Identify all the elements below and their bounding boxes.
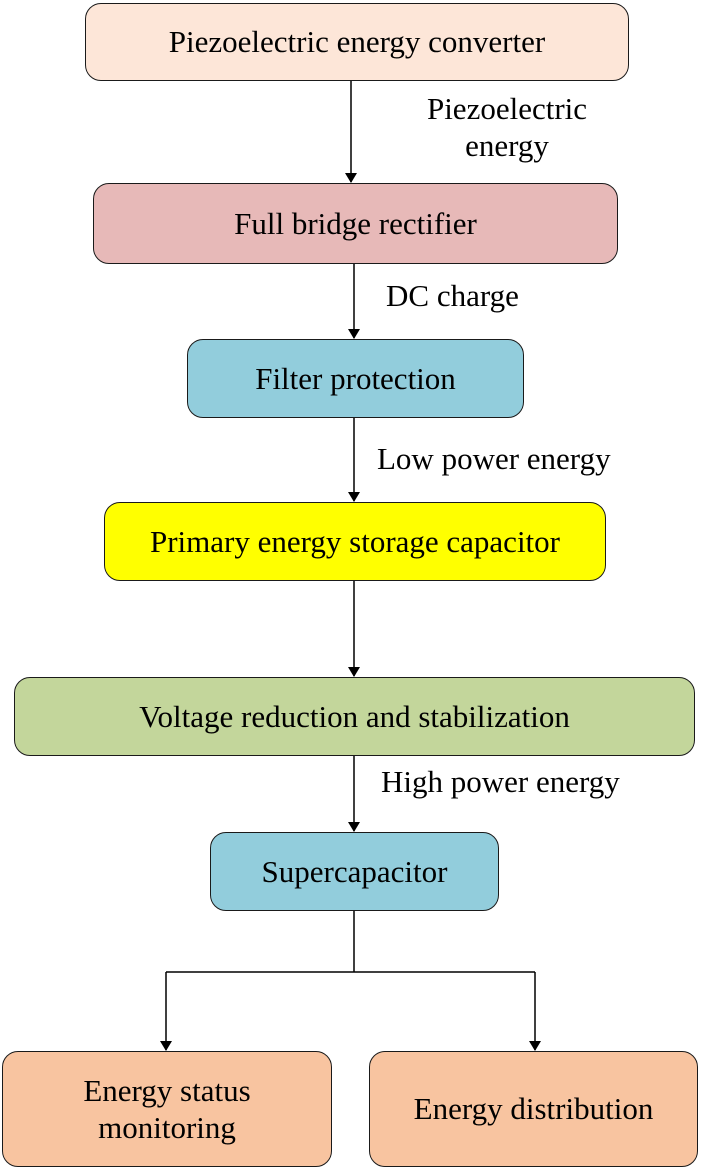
energy-distribution-box: Energy distribution: [369, 1051, 698, 1167]
energy-status-monitoring-label: Energy status monitoring: [83, 1072, 251, 1145]
piezoelectric-converter-label: Piezoelectric energy converter: [168, 24, 546, 60]
primary-storage-capacitor-label: Primary energy storage capacitor: [149, 523, 560, 559]
edge-label-high-power-energy: High power energy: [381, 764, 620, 799]
edge-label-dc-charge: DC charge: [386, 278, 519, 313]
piezoelectric-converter-box: Piezoelectric energy converter: [85, 3, 629, 81]
filter-protection-box: Filter protection: [187, 339, 524, 418]
voltage-reduction-label: Voltage reduction and stabilization: [139, 698, 570, 734]
supercapacitor-label: Supercapacitor: [261, 853, 448, 889]
full-bridge-rectifier-box: Full bridge rectifier: [93, 183, 618, 264]
edge-label-piezoelectric-energy: Piezoelectric energy: [426, 91, 588, 164]
voltage-reduction-box: Voltage reduction and stabilization: [14, 677, 695, 756]
full-bridge-rectifier-label: Full bridge rectifier: [234, 205, 477, 241]
energy-distribution-label: Energy distribution: [413, 1091, 654, 1127]
filter-protection-label: Filter protection: [255, 360, 456, 396]
edge-label-low-power-energy: Low power energy: [377, 441, 611, 476]
energy-status-monitoring-box: Energy status monitoring: [2, 1051, 332, 1167]
primary-storage-capacitor-box: Primary energy storage capacitor: [104, 502, 606, 581]
supercapacitor-box: Supercapacitor: [210, 832, 499, 911]
